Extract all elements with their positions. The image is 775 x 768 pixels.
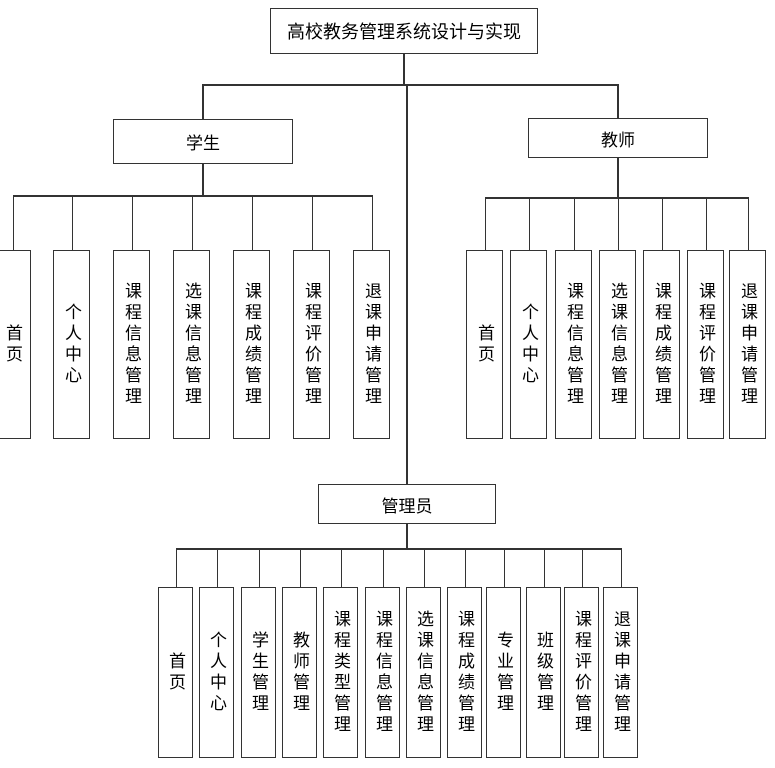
teacher-module-node: 首页 [466,250,503,439]
admin-branch-line [175,548,177,587]
teacher-module-node: 选课信息管理 [599,250,636,439]
teacher-module-node: 个人中心 [510,250,547,439]
teacher-branch-line [705,197,707,250]
admin-module-node: 课程信息管理 [365,587,400,758]
admin-branch-line [620,548,622,587]
admin-branch-line [258,548,260,587]
admin-module-node: 退课申请管理 [603,587,638,758]
student-module-node: 课程信息管理 [113,250,150,439]
teacher-module-node: 课程成绩管理 [643,250,680,439]
admin-module-node: 专业管理 [486,587,521,758]
admin-branch-line [382,548,384,587]
admin-module-node: 班级管理 [526,587,561,758]
teacher-branch-line [484,197,486,250]
admin-module-label: 课程信息管理 [372,609,392,736]
admin-module-label: 班级管理 [533,630,553,715]
admin-module-label: 专业管理 [493,630,513,715]
teacher-branch-line [747,197,749,250]
admin-branch-line [340,548,342,587]
teacher-bus-line [484,197,748,199]
student-module-node: 选课信息管理 [173,250,210,439]
admin-module-node: 课程成绩管理 [447,587,482,758]
teacher-module-label: 选课信息管理 [607,281,627,408]
teacher-node: 教师 [528,118,708,158]
connector-line [202,84,618,86]
connector-line [403,54,405,84]
admin-module-node: 教师管理 [282,587,317,758]
teacher-module-label: 课程信息管理 [563,281,583,408]
teacher-branch-line [661,197,663,250]
teacher-module-node: 课程评价管理 [687,250,724,439]
admin-branch-line [543,548,545,587]
student-module-label: 首页 [2,323,22,366]
teacher-label: 教师 [601,130,635,151]
student-branch-line [371,195,373,250]
student-bus-line [12,195,372,197]
student-branch-line [12,195,14,250]
admin-branch-line [299,548,301,587]
connector-line [406,84,408,484]
admin-module-label: 个人中心 [206,630,226,715]
student-module-label: 个人中心 [61,302,81,387]
teacher-branch-line [573,197,575,250]
student-module-node: 首页 [0,250,31,439]
student-module-node: 个人中心 [53,250,90,439]
student-module-node: 课程评价管理 [293,250,330,439]
connector-line [406,524,408,548]
student-label: 学生 [186,134,220,154]
student-branch-line [311,195,313,250]
admin-module-node: 选课信息管理 [406,587,441,758]
admin-label: 管理员 [381,496,433,517]
teacher-branch-line [617,197,619,250]
teacher-module-label: 课程成绩管理 [651,281,671,408]
admin-branch-line [423,548,425,587]
admin-module-label: 课程成绩管理 [454,609,474,736]
admin-module-label: 退课申请管理 [610,609,630,736]
admin-module-node: 学生管理 [241,587,276,758]
admin-module-node: 个人中心 [199,587,234,758]
admin-module-label: 课程类型管理 [330,609,350,736]
admin-bus-line [175,548,621,550]
connector-line [202,164,204,195]
admin-branch-line [503,548,505,587]
admin-module-node: 课程评价管理 [564,587,599,758]
student-module-label: 课程评价管理 [301,281,321,408]
connector-line [617,84,619,118]
root-node: 高校教务管理系统设计与实现 [270,8,538,54]
admin-module-label: 选课信息管理 [413,609,433,736]
admin-module-node: 课程类型管理 [323,587,358,758]
admin-node: 管理员 [318,484,496,524]
admin-branch-line [464,548,466,587]
admin-module-label: 教师管理 [289,630,309,715]
teacher-module-label: 首页 [474,323,494,366]
teacher-module-node: 课程信息管理 [555,250,592,439]
teacher-branch-line [528,197,530,250]
teacher-module-label: 个人中心 [518,302,538,387]
admin-module-label: 课程评价管理 [571,609,591,736]
admin-module-node: 首页 [158,587,193,758]
connector-line [202,84,204,119]
student-branch-line [131,195,133,250]
teacher-module-label: 课程评价管理 [695,281,715,408]
student-module-label: 选课信息管理 [181,281,201,408]
admin-branch-line [581,548,583,587]
student-branch-line [251,195,253,250]
teacher-module-node: 退课申请管理 [729,250,766,439]
student-module-label: 课程信息管理 [121,281,141,408]
admin-module-label: 学生管理 [248,630,268,715]
admin-module-label: 首页 [165,651,185,694]
student-module-node: 退课申请管理 [353,250,390,439]
teacher-module-label: 退课申请管理 [737,281,757,408]
student-node: 学生 [113,119,293,164]
root-label: 高校教务管理系统设计与实现 [287,22,521,43]
admin-branch-line [216,548,218,587]
student-module-label: 课程成绩管理 [241,281,261,408]
student-module-node: 课程成绩管理 [233,250,270,439]
student-branch-line [71,195,73,250]
student-module-label: 退课申请管理 [361,281,381,408]
student-branch-line [191,195,193,250]
connector-line [617,158,619,197]
